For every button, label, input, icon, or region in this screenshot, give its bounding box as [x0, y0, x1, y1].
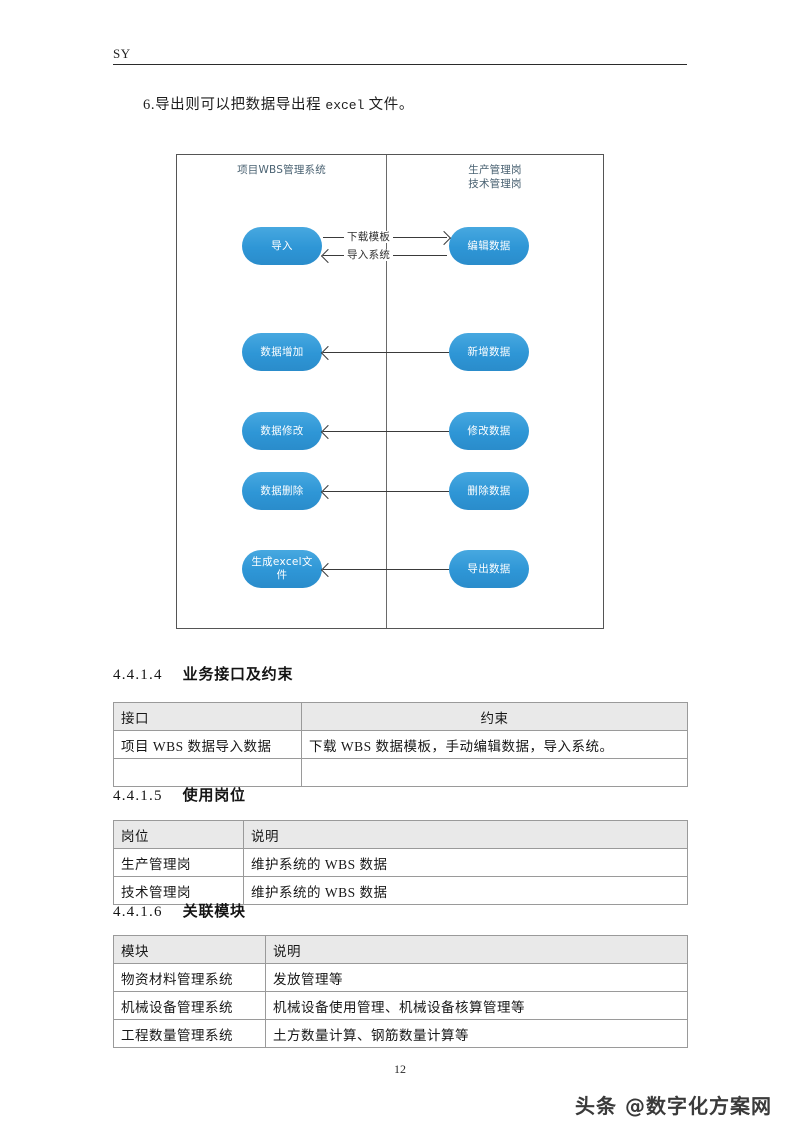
table-cell: [301, 758, 688, 787]
table-row: 项目 WBS 数据导入数据 下载 WBS 数据模板，手动编辑数据，导入系统。: [113, 730, 688, 759]
table-business-interface: 接口 约束 项目 WBS 数据导入数据 下载 WBS 数据模板，手动编辑数据，导…: [113, 702, 688, 787]
table-cell: 技术管理岗: [113, 876, 244, 905]
arrowhead-left-5: [320, 562, 336, 578]
table-cell: 项目 WBS 数据导入数据: [113, 730, 302, 759]
arrowhead-left-1: [320, 248, 336, 264]
table-row: [113, 758, 688, 787]
diagram-node-export-data[interactable]: 导出数据: [449, 550, 529, 588]
table-row: 机械设备管理系统 机械设备使用管理、机械设备核算管理等: [113, 991, 688, 1020]
heading-4-4-1-6: 4.4.1.6 关联模块: [113, 900, 246, 921]
heading-4-4-1-4: 4.4.1.4 业务接口及约束: [113, 663, 293, 684]
connector-row-3: [323, 431, 449, 432]
table-header-row: 岗位 说明: [113, 820, 688, 849]
table-cell: 工程数量管理系统: [113, 1019, 266, 1048]
table-cell: 机械设备管理系统: [113, 991, 266, 1020]
heading-number: 4.4.1.4: [113, 667, 163, 683]
table-header-cell: 约束: [301, 702, 688, 731]
connector-label-import-system: 导入系统: [344, 249, 394, 261]
table-related-modules: 模块 说明 物资材料管理系统 发放管理等 机械设备管理系统 机械设备使用管理、机…: [113, 935, 688, 1048]
diagram-node-edit-data[interactable]: 编辑数据: [449, 227, 529, 265]
diagram-node-generate-excel[interactable]: 生成excel文件: [242, 550, 322, 588]
table-cell: 下载 WBS 数据模板，手动编辑数据，导入系统。: [301, 730, 688, 759]
diagram-node-data-modify[interactable]: 数据修改: [242, 412, 322, 450]
table-cell: [113, 758, 302, 787]
heading-number: 4.4.1.6: [113, 904, 163, 920]
connector-label-download-template: 下载模板: [344, 231, 394, 243]
paragraph-mono-term: excel: [325, 98, 365, 113]
watermark: 头条 @数字化方案网: [575, 1094, 772, 1118]
body-paragraph: 6.导出则可以把数据导出程 excel 文件。: [143, 93, 683, 118]
connector-row-2: [323, 352, 449, 353]
diagram-node-new-data[interactable]: 新增数据: [449, 333, 529, 371]
table-cell: 维护系统的 WBS 数据: [243, 848, 688, 877]
running-header: SY: [113, 46, 687, 65]
diagram-node-data-delete[interactable]: 数据删除: [242, 472, 322, 510]
table-row: 工程数量管理系统 土方数量计算、钢筋数量计算等: [113, 1019, 688, 1048]
lane-title-right: 生产管理岗 技术管理岗: [468, 164, 522, 190]
table-usage-roles: 岗位 说明 生产管理岗 维护系统的 WBS 数据 技术管理岗 维护系统的 WBS…: [113, 820, 688, 905]
connector-row-5: [323, 569, 449, 570]
table-header-cell: 模块: [113, 935, 266, 964]
diagram-node-modify-data[interactable]: 修改数据: [449, 412, 529, 450]
heading-text: 业务接口及约束: [182, 665, 294, 683]
diagram-node-import[interactable]: 导入: [242, 227, 322, 265]
page-number: 12: [394, 1062, 406, 1076]
paragraph-prefix: 6.导出则可以把数据导出程: [143, 97, 326, 113]
arrowhead-left-3: [320, 424, 336, 440]
table-cell: 物资材料管理系统: [113, 963, 266, 992]
table-cell: 发放管理等: [265, 963, 688, 992]
table-header-row: 模块 说明: [113, 935, 688, 964]
header-rule: [113, 64, 687, 65]
paragraph-suffix: 文件。: [364, 97, 414, 113]
table-header-cell: 说明: [243, 820, 688, 849]
table-header-cell: 岗位: [113, 820, 244, 849]
connector-row-4: [323, 491, 449, 492]
heading-number: 4.4.1.5: [113, 788, 163, 804]
header-title: SY: [113, 46, 131, 61]
arrowhead-left-2: [320, 345, 336, 361]
diagram-node-delete-data[interactable]: 删除数据: [449, 472, 529, 510]
heading-4-4-1-5: 4.4.1.5 使用岗位: [113, 784, 246, 805]
table-header-row: 接口 约束: [113, 702, 688, 731]
table-row: 技术管理岗 维护系统的 WBS 数据: [113, 876, 688, 905]
table-header-cell: 接口: [113, 702, 302, 731]
arrowhead-left-4: [320, 484, 336, 500]
table-cell: 维护系统的 WBS 数据: [243, 876, 688, 905]
swimlane-diagram: 项目WBS管理系统 生产管理岗 技术管理岗 导入 编辑数据 下载模板 导入系统 …: [176, 154, 604, 629]
heading-text: 使用岗位: [182, 786, 246, 804]
lane-divider: [386, 155, 387, 628]
table-cell: 生产管理岗: [113, 848, 244, 877]
table-row: 生产管理岗 维护系统的 WBS 数据: [113, 848, 688, 877]
table-cell: 机械设备使用管理、机械设备核算管理等: [265, 991, 688, 1020]
table-header-cell: 说明: [265, 935, 688, 964]
diagram-node-data-add[interactable]: 数据增加: [242, 333, 322, 371]
heading-text: 关联模块: [182, 902, 246, 920]
table-row: 物资材料管理系统 发放管理等: [113, 963, 688, 992]
lane-title-left: 项目WBS管理系统: [237, 164, 326, 176]
table-cell: 土方数量计算、钢筋数量计算等: [265, 1019, 688, 1048]
